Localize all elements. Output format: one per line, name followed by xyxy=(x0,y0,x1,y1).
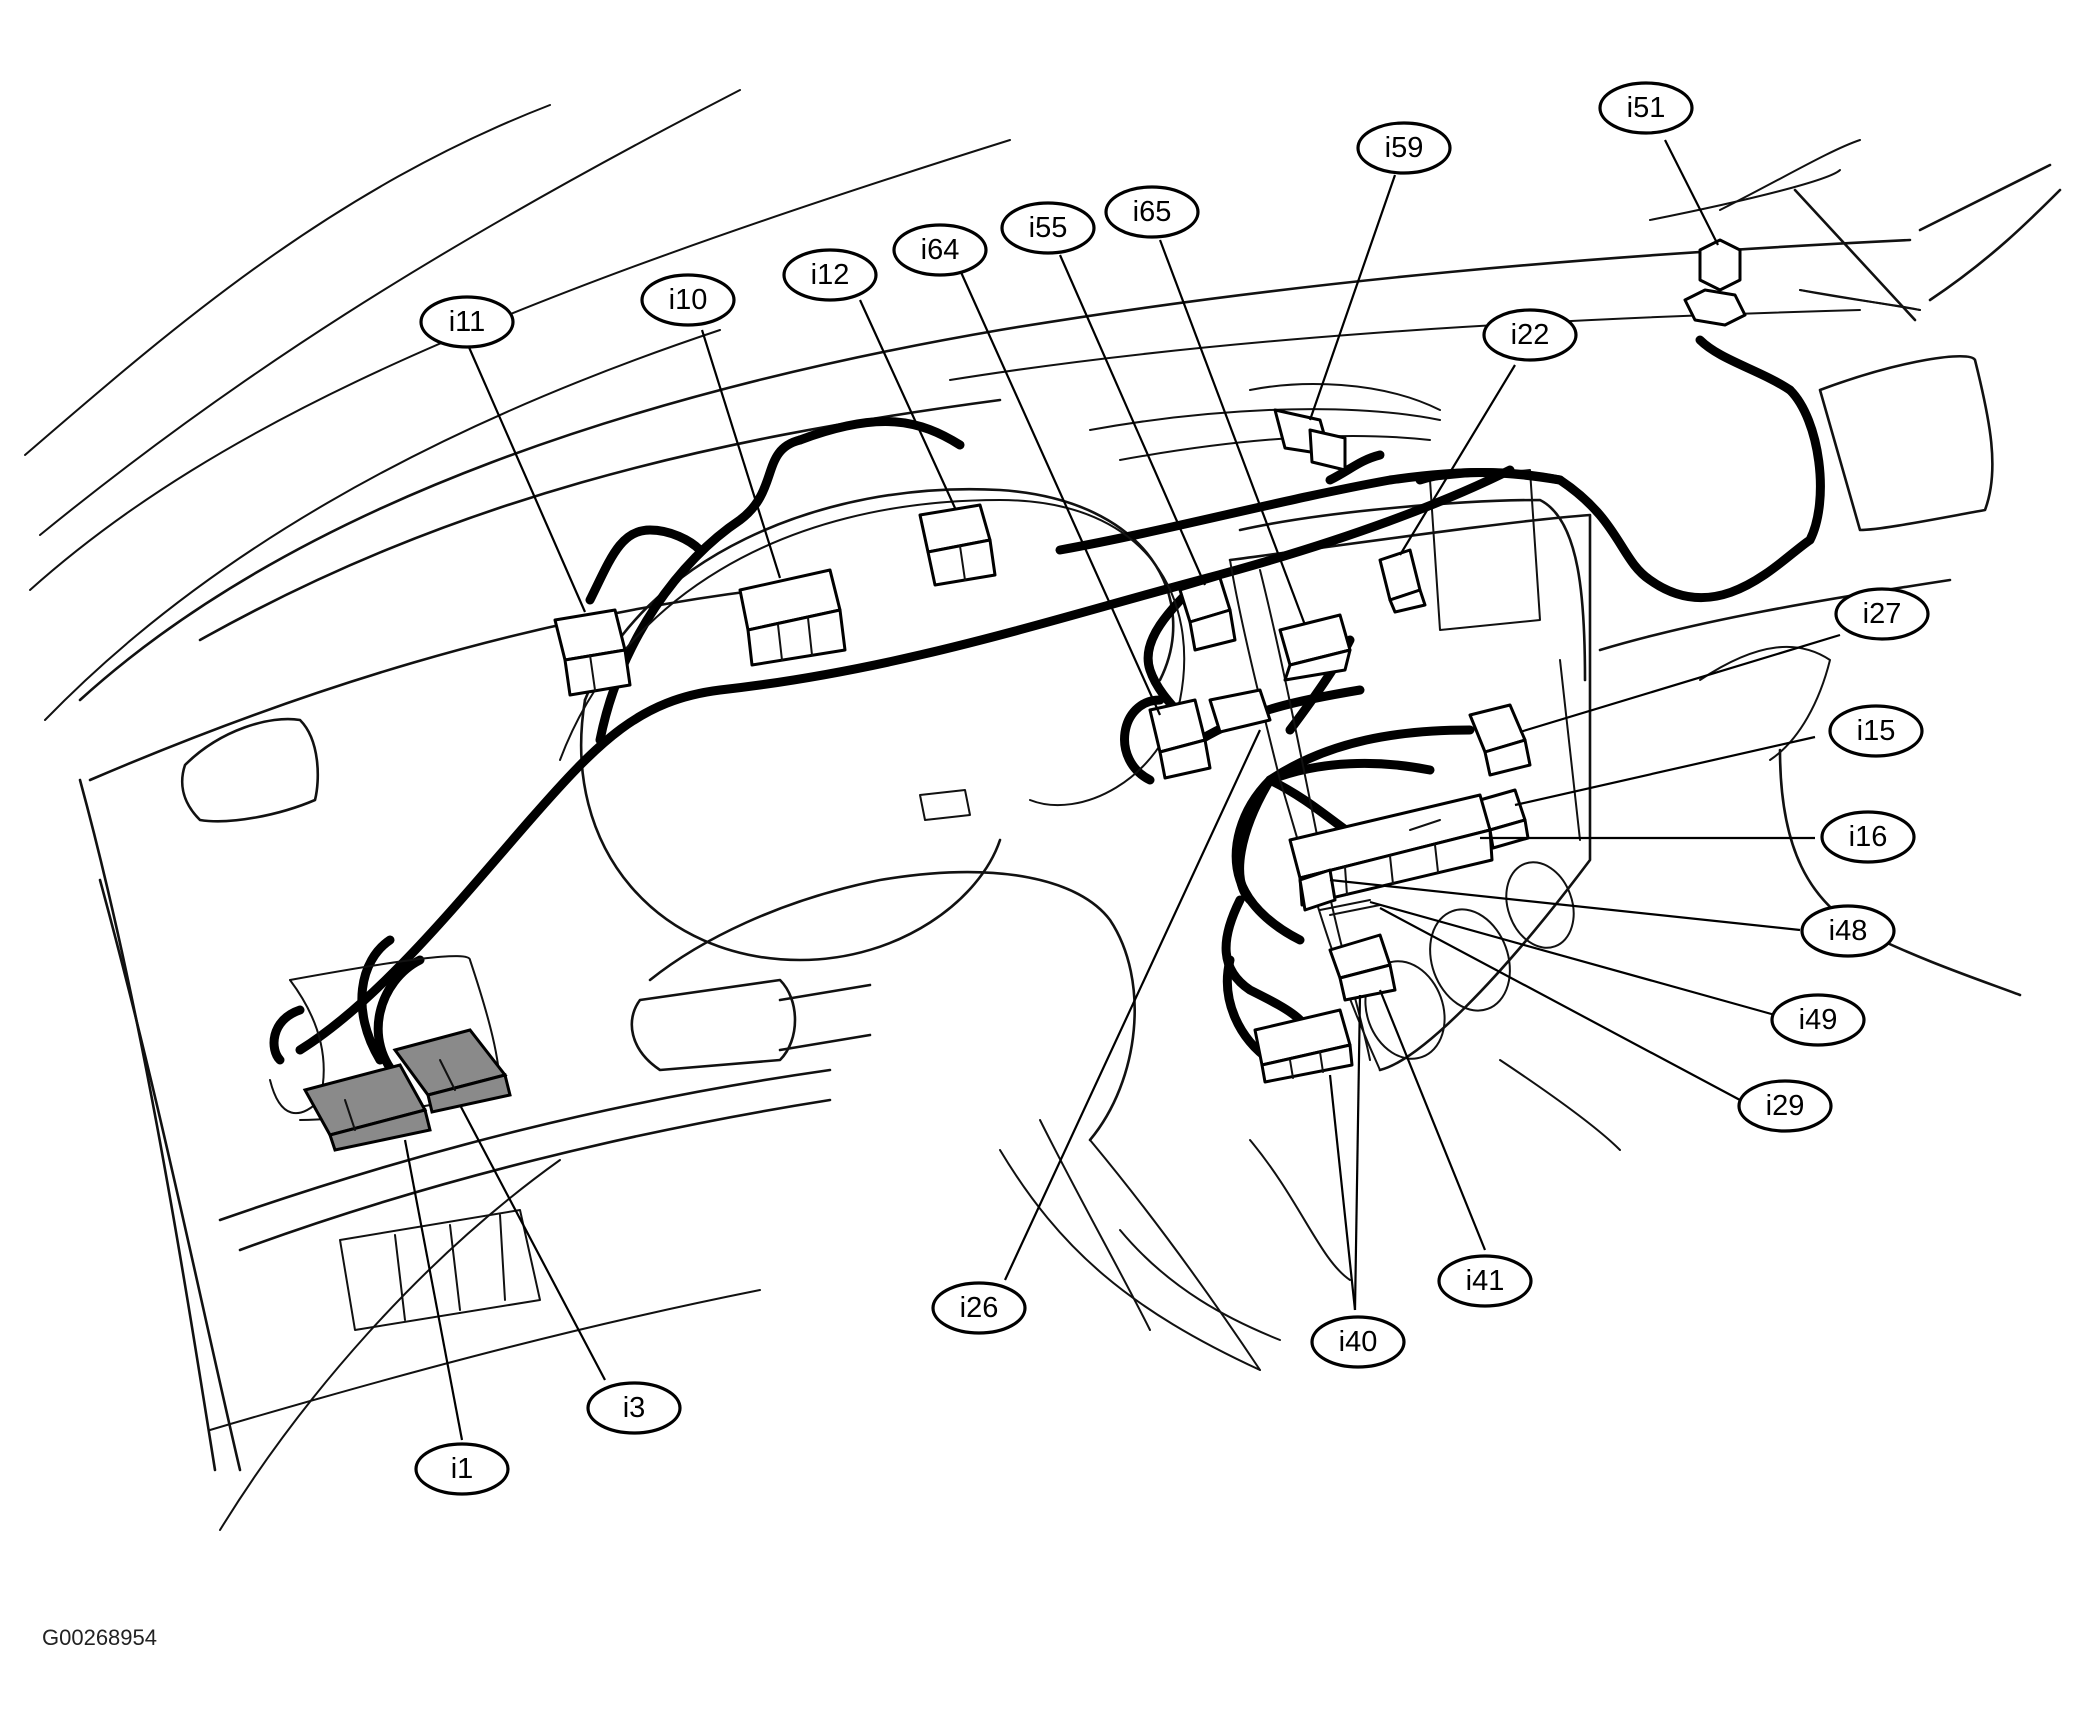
callout-i48: i48 xyxy=(1800,904,1896,958)
callout-i15: i15 xyxy=(1828,704,1924,758)
callout-label: i59 xyxy=(1385,132,1424,164)
callout-label: i26 xyxy=(960,1292,999,1324)
callout-i51: i51 xyxy=(1598,81,1694,135)
callout-i59: i59 xyxy=(1356,121,1452,175)
callouts: i11 i10 i12 i64 i55 i65 i59 i51 xyxy=(414,81,1930,1496)
callout-label: i64 xyxy=(921,234,960,266)
figure-id: G00268954 xyxy=(42,1625,157,1650)
callout-label: i51 xyxy=(1627,92,1666,124)
connector-i11 xyxy=(553,608,632,697)
callout-i16: i16 xyxy=(1820,810,1916,864)
callout-label: i11 xyxy=(449,306,486,338)
callout-i26: i26 xyxy=(931,1281,1027,1335)
callout-label: i48 xyxy=(1829,915,1868,947)
callout-label: i55 xyxy=(1029,212,1068,244)
callout-label: i40 xyxy=(1339,1326,1378,1358)
connector-i27 xyxy=(1468,703,1532,777)
callout-i22: i22 xyxy=(1482,308,1578,362)
callout-i3: i3 xyxy=(586,1381,682,1435)
connector-i51 xyxy=(1683,238,1747,327)
callout-label: i16 xyxy=(1849,821,1888,853)
callout-i10: i10 xyxy=(640,273,736,327)
leader-lines xyxy=(403,139,1841,1441)
callout-label: i10 xyxy=(669,284,708,316)
callout-label: i3 xyxy=(623,1392,646,1424)
callout-i40: i40 xyxy=(1310,1315,1406,1369)
connector-i65 xyxy=(1278,613,1352,682)
connector-i55 xyxy=(1178,576,1237,652)
callout-label: i29 xyxy=(1766,1090,1805,1122)
connectors xyxy=(302,238,1747,1152)
callout-label: i15 xyxy=(1857,715,1896,747)
connector-i48 xyxy=(1298,868,1337,912)
callout-label: i22 xyxy=(1511,319,1550,351)
callout-i55: i55 xyxy=(1000,201,1096,255)
callout-label: i1 xyxy=(451,1453,474,1485)
callout-i65: i65 xyxy=(1104,185,1200,239)
connector-i10 xyxy=(738,568,847,667)
connector-i12 xyxy=(918,503,997,587)
connector-i41 xyxy=(1328,933,1397,1002)
connector-i49 xyxy=(1319,899,1371,911)
callout-i64: i64 xyxy=(892,223,988,277)
callout-label: i49 xyxy=(1799,1004,1838,1036)
connector-i26 xyxy=(1208,688,1272,734)
connector-i29 xyxy=(1329,904,1381,916)
connector-i3 xyxy=(392,1028,512,1114)
callout-label: i12 xyxy=(811,259,850,291)
callout-label: i41 xyxy=(1466,1265,1505,1297)
connector-i1 xyxy=(302,1063,432,1152)
wiring-harness xyxy=(269,335,1825,1085)
callout-i1: i1 xyxy=(414,1442,510,1496)
connector-i64 xyxy=(1148,698,1212,780)
connector-i22 xyxy=(1378,548,1427,614)
dashboard-outline xyxy=(24,89,2062,1531)
callout-label: i65 xyxy=(1133,196,1172,228)
connector-i59 xyxy=(1273,408,1347,472)
callout-i12: i12 xyxy=(782,248,878,302)
callout-i27: i27 xyxy=(1834,587,1930,641)
callout-i29: i29 xyxy=(1737,1079,1833,1133)
callout-i41: i41 xyxy=(1437,1254,1533,1308)
callout-i49: i49 xyxy=(1770,993,1866,1047)
callout-i11: i11 xyxy=(419,295,515,349)
callout-label: i27 xyxy=(1863,598,1902,630)
connector-i40 xyxy=(1253,1008,1354,1084)
